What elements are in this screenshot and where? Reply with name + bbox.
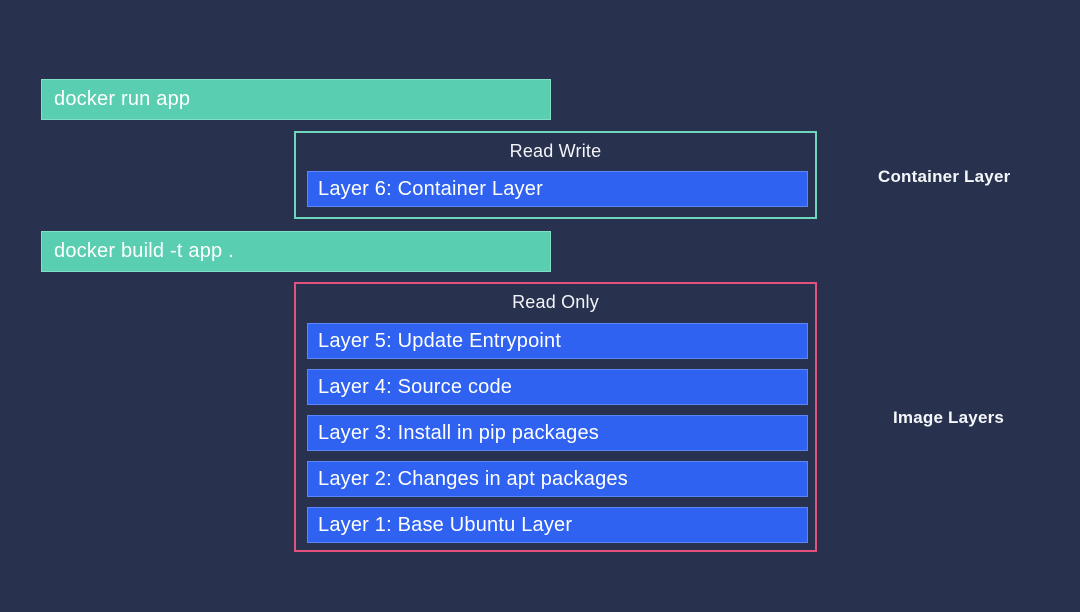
layer-label-1: Layer 1: Base Ubuntu Layer bbox=[318, 513, 573, 536]
layer-bar-4: Layer 4: Source code bbox=[307, 369, 808, 405]
command-box-docker-build: docker build -t app . bbox=[41, 231, 551, 272]
layer-bar-3: Layer 3: Install in pip packages bbox=[307, 415, 808, 451]
read-write-title: Read Write bbox=[509, 141, 602, 161]
layer-label-5: Layer 5: Update Entrypoint bbox=[318, 329, 562, 352]
read-only-title: Read Only bbox=[512, 292, 599, 312]
read-only-group: Read Only Layer 5: Update Entrypoint Lay… bbox=[294, 282, 817, 552]
command-text-docker-run: docker run app bbox=[54, 88, 191, 110]
layer-bar-2: Layer 2: Changes in apt packages bbox=[307, 461, 808, 497]
annotation-container-layer: Container Layer bbox=[878, 167, 1011, 186]
layer-label-4: Layer 4: Source code bbox=[318, 375, 513, 398]
layer-label-2: Layer 2: Changes in apt packages bbox=[318, 467, 628, 490]
command-box-docker-run: docker run app bbox=[41, 79, 551, 120]
layer-bar-5: Layer 5: Update Entrypoint bbox=[307, 323, 808, 359]
layer-bar-1: Layer 1: Base Ubuntu Layer bbox=[307, 507, 808, 543]
read-write-group: Read Write Layer 6: Container Layer bbox=[294, 131, 817, 219]
command-text-docker-build: docker build -t app . bbox=[54, 240, 234, 262]
layer-label-6: Layer 6: Container Layer bbox=[318, 177, 543, 200]
annotation-image-layers: Image Layers bbox=[893, 408, 1005, 427]
layer-label-3: Layer 3: Install in pip packages bbox=[318, 421, 600, 444]
layer-bar-6: Layer 6: Container Layer bbox=[307, 171, 808, 207]
